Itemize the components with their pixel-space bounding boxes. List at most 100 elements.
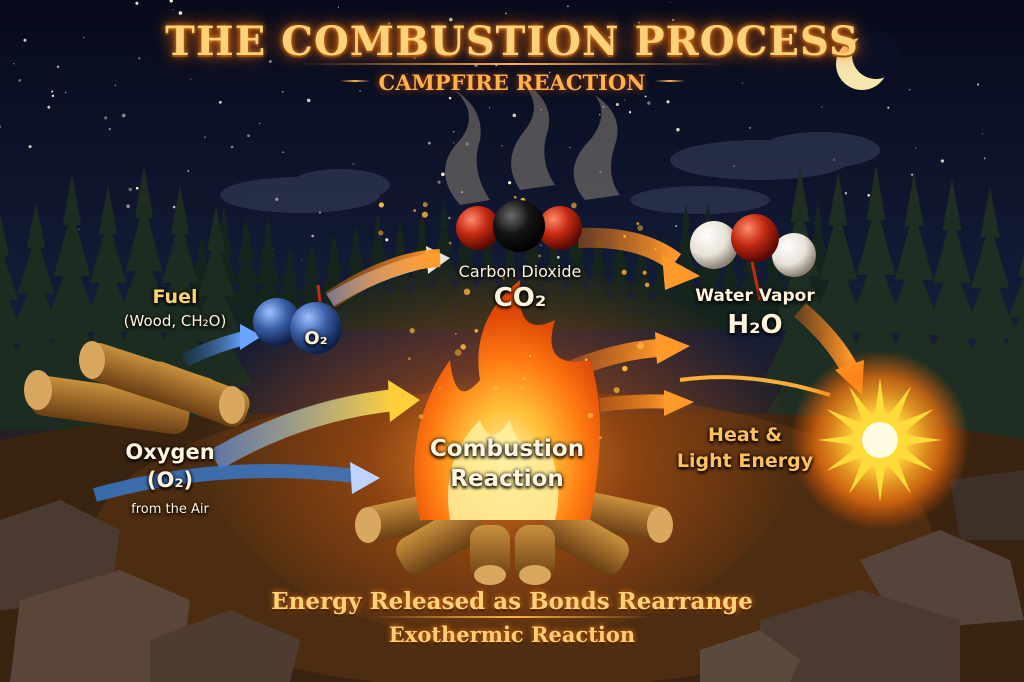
footer-divider xyxy=(370,616,654,618)
star-icon xyxy=(385,238,389,242)
star-icon xyxy=(808,34,811,37)
star-icon xyxy=(644,95,647,98)
page-subtitle: CAMPFIRE REACTION xyxy=(378,70,646,95)
star-icon xyxy=(566,5,569,8)
ember xyxy=(613,387,620,394)
ember xyxy=(642,270,647,275)
carbon-dioxide-molecule xyxy=(456,200,582,252)
star-icon xyxy=(138,57,141,60)
star-icon xyxy=(512,113,517,118)
water-molecule xyxy=(690,214,816,301)
star-icon xyxy=(114,84,117,86)
star-icon xyxy=(441,172,445,177)
star-icon xyxy=(281,90,284,93)
ember xyxy=(454,349,462,356)
ember xyxy=(378,202,384,208)
ember xyxy=(402,393,405,396)
star-icon xyxy=(472,39,475,42)
fuel-log-pile xyxy=(24,341,250,435)
ember xyxy=(460,344,466,350)
energy-label-line1: Heat & xyxy=(708,424,782,446)
ember xyxy=(622,365,628,372)
water-vapor-label: Water Vapor xyxy=(695,286,815,306)
campfire-flames xyxy=(414,280,600,520)
star-icon xyxy=(104,116,108,120)
star-icon xyxy=(121,113,126,118)
ember xyxy=(413,209,417,213)
star-icon xyxy=(672,18,675,22)
title-underline xyxy=(300,63,724,65)
clouds xyxy=(220,132,880,214)
page-title: THE COMBUSTION PROCESS xyxy=(165,18,859,65)
star-icon xyxy=(268,59,272,64)
ember xyxy=(454,332,457,335)
star-icon xyxy=(844,191,848,195)
star-icon xyxy=(0,125,2,128)
star-icon xyxy=(352,163,354,165)
ember xyxy=(424,249,430,254)
star-icon xyxy=(505,12,507,15)
ember xyxy=(421,211,428,218)
footer-reaction-type: Exothermic Reaction xyxy=(388,622,636,647)
rocks xyxy=(0,470,1024,682)
star-icon xyxy=(453,142,455,144)
star-icon xyxy=(448,96,452,100)
ember xyxy=(654,247,657,250)
star-icon xyxy=(448,17,453,22)
star-icon xyxy=(628,111,632,114)
carbon-dioxide-label: Carbon Dioxide xyxy=(458,262,582,281)
fuel-detail-label: (Wood, CH₂O) xyxy=(123,312,227,330)
star-icon xyxy=(413,56,416,60)
ember xyxy=(623,235,627,238)
star-icon xyxy=(108,128,111,131)
star-icon xyxy=(51,94,55,98)
ember xyxy=(407,357,411,361)
ember xyxy=(513,195,517,199)
ember xyxy=(538,254,541,258)
starburst-icon xyxy=(790,350,970,530)
star-icon xyxy=(18,79,22,82)
energy-label-line2: Light Energy xyxy=(676,450,814,472)
star-icon xyxy=(135,1,139,5)
star-icon xyxy=(569,146,571,149)
star-icon xyxy=(51,90,54,93)
star-icon xyxy=(126,204,130,208)
star-icon xyxy=(306,98,311,103)
star-icon xyxy=(488,107,491,109)
footer-energy-statement: Energy Released as Bonds Rearrange xyxy=(271,588,753,615)
star-icon xyxy=(976,83,980,86)
star-icon xyxy=(615,102,619,107)
star-icon xyxy=(190,78,192,80)
ember xyxy=(492,385,499,392)
oxygen-molecule xyxy=(253,284,342,354)
subtitle-rule-left xyxy=(340,80,370,82)
star-icon xyxy=(359,90,361,92)
star-icon xyxy=(169,0,173,3)
fuel-label: Fuel xyxy=(152,286,198,308)
star-icon xyxy=(548,71,551,74)
star-icon xyxy=(633,25,636,27)
star-icon xyxy=(406,73,408,75)
star-icon xyxy=(311,234,315,238)
oxygen-molecule-label: O₂ xyxy=(304,328,328,349)
star-icon xyxy=(686,39,690,43)
star-icon xyxy=(427,141,431,145)
ember xyxy=(448,241,452,245)
star-icon xyxy=(749,127,751,129)
carbon-dioxide-formula: CO₂ xyxy=(493,283,547,313)
star-icon xyxy=(741,82,743,84)
ember xyxy=(474,328,479,333)
star-icon xyxy=(911,173,914,176)
star-icon xyxy=(981,133,984,135)
ember xyxy=(409,328,415,334)
ember xyxy=(418,414,424,419)
star-icon xyxy=(300,259,303,261)
star-icon xyxy=(983,157,986,160)
ember xyxy=(519,385,524,390)
star-icon xyxy=(172,205,176,209)
star-icon xyxy=(13,63,15,65)
oxygen-source-label: from the Air xyxy=(131,502,209,517)
star-icon xyxy=(172,9,174,11)
star-icon xyxy=(437,180,441,184)
star-icon xyxy=(675,225,678,227)
